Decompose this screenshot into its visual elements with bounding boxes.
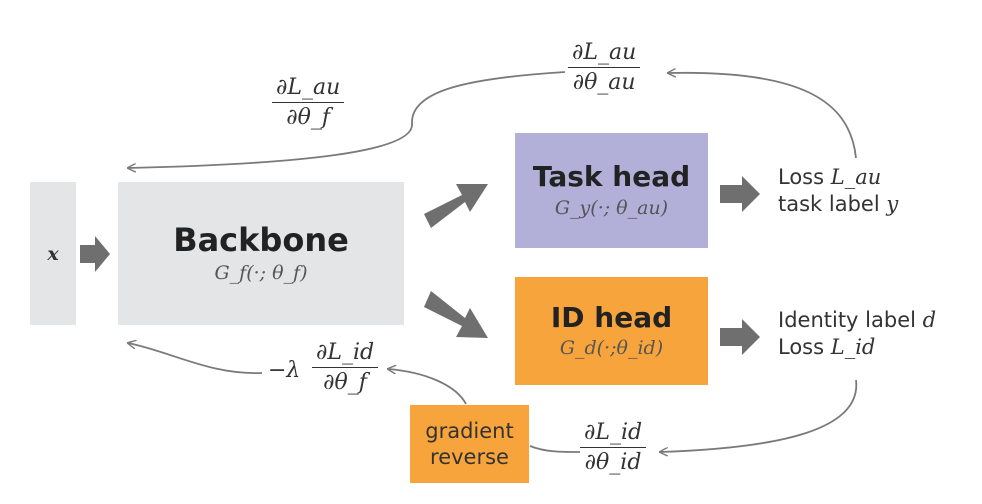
- gradient-reverse-node: gradient reverse: [410, 405, 529, 483]
- backbone-id-gradient-prefix: −λ: [268, 358, 301, 383]
- backbone-formula: G_f(·; θ_f): [214, 262, 308, 285]
- id-loss-line: Loss L_id: [778, 334, 936, 361]
- id-head-gradient: ∂L_id ∂θ_id: [580, 420, 647, 475]
- id-head-node: ID head G_d(·;θ_id): [515, 277, 708, 385]
- input-label: x: [47, 242, 59, 265]
- backbone-id-gradient-numerator: ∂L_id: [312, 340, 379, 368]
- task-head-to-loss-arrow: [720, 176, 760, 212]
- backbone-task-gradient-numerator: ∂L_au: [272, 75, 345, 103]
- task-loss-word: Loss: [778, 165, 825, 189]
- backbone-task-gradient-denominator: ∂θ_f: [286, 105, 331, 130]
- id-head-formula: G_d(·;θ_id): [559, 337, 664, 360]
- task-head-node: Task head G_y(·; θ_au): [515, 133, 708, 248]
- id-head-to-loss-arrow: [720, 319, 760, 355]
- task-loss-line: Loss L_au: [778, 164, 898, 191]
- task-loss-symbol: L_au: [830, 165, 882, 189]
- backbone-node: Backbone G_f(·; θ_f): [118, 182, 404, 325]
- task-head-title: Task head: [532, 160, 691, 194]
- id-output-text: Identity label d Loss L_id: [778, 307, 936, 362]
- backbone-id-gradient: ∂L_id ∂θ_f: [312, 340, 379, 395]
- id-loss-to-id-head-grad-curve: [660, 379, 858, 452]
- task-head-gradient-denominator: ∂θ_au: [572, 70, 636, 95]
- id-loss-word: Loss: [778, 335, 825, 360]
- id-label-word: Identity label: [778, 308, 916, 332]
- backbone-to-task-head-arrow: [424, 184, 488, 228]
- gradient-reverse-line1: gradient: [425, 418, 514, 443]
- backbone-to-id-head-arrow: [424, 291, 488, 338]
- input-node: x: [30, 182, 76, 325]
- task-label-line: task label y: [778, 191, 898, 218]
- gradient-reverse-to-backbone-grad-curve: [388, 369, 467, 405]
- id-label-line: Identity label d: [778, 307, 936, 334]
- task-loss-to-task-head-grad-curve: [668, 73, 857, 159]
- task-head-grad-to-backbone-curve: [128, 71, 566, 168]
- task-head-formula: G_y(·; θ_au): [554, 196, 669, 219]
- backbone-id-gradient-denominator: ∂θ_f: [323, 370, 367, 395]
- id-head-gradient-denominator: ∂θ_id: [584, 450, 642, 475]
- id-head-title: ID head: [550, 300, 673, 334]
- task-label-word: task label: [778, 192, 880, 217]
- backbone-title: Backbone: [173, 220, 349, 259]
- id-loss-symbol: L_id: [830, 335, 876, 360]
- id-head-grad-to-gradient-reverse-curve: [529, 445, 581, 453]
- task-head-gradient: ∂L_au ∂θ_au: [568, 40, 641, 95]
- task-output-text: Loss L_au task label y: [778, 164, 898, 219]
- input-to-backbone-arrow: [80, 236, 110, 272]
- task-head-gradient-numerator: ∂L_au: [568, 40, 641, 68]
- id-head-gradient-numerator: ∂L_id: [580, 420, 647, 448]
- id-label-symbol: d: [922, 308, 937, 332]
- backbone-grad-to-backbone-curve: [128, 343, 263, 374]
- task-label-symbol: y: [886, 192, 899, 217]
- backbone-task-gradient: ∂L_au ∂θ_f: [272, 75, 345, 130]
- gradient-reverse-line2: reverse: [430, 445, 509, 469]
